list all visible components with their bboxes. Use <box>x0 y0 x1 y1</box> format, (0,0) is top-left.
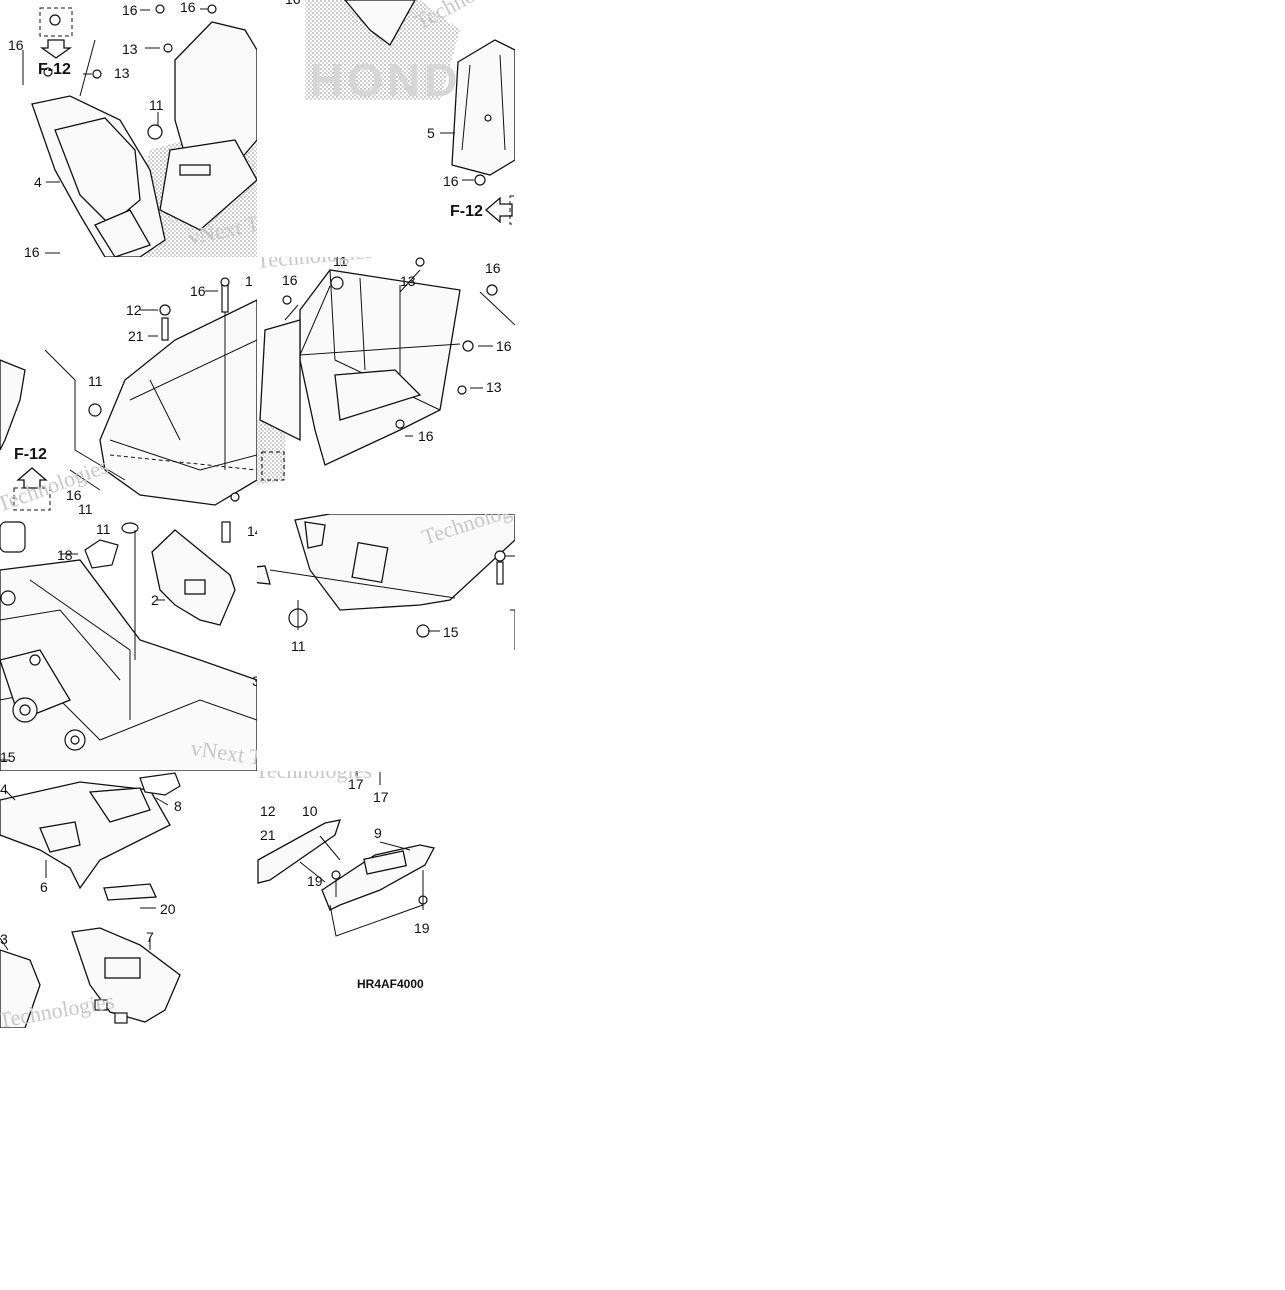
callout-15: 15 <box>443 624 459 640</box>
ref-arrow-f12-down-icon <box>39 39 73 59</box>
callout-17: 17 <box>348 776 364 792</box>
ref-arrow-f12-left-icon <box>485 196 513 224</box>
callout-13: 13 <box>122 41 138 57</box>
watermark: Technologies <box>411 0 526 34</box>
callout-11: 11 <box>333 253 348 269</box>
callout-16: 16 <box>190 283 206 299</box>
panel-step-floor: 16 11 13 16 16 13 16 Technologies <box>255 238 515 485</box>
callout-13: 13 <box>400 273 416 289</box>
front-arrow-icon <box>262 192 300 220</box>
callout-19: 19 <box>307 873 323 889</box>
part-10-cover <box>257 819 341 884</box>
callout-8: 8 <box>174 798 182 814</box>
callout-16: 16 <box>285 0 301 7</box>
panel-inner-front-cover: 16 16 16 13 13 11 4 16 F-12 FR. vNext Te… <box>8 0 318 260</box>
callout-16: 16 <box>282 272 298 288</box>
callout-5: 5 <box>427 125 435 141</box>
clip-8 <box>139 772 181 796</box>
ref-label-f12: F-12 <box>14 446 47 463</box>
grommet-11 <box>88 403 102 417</box>
part-rear-carrier-frame <box>0 559 257 771</box>
panel-rear-fender: 16 12 21 11 16 11 1 F-12 Technologies <box>0 273 257 517</box>
callout-20: 20 <box>160 901 176 917</box>
part-20-strap <box>103 883 157 901</box>
callout-4: 4 <box>34 174 42 190</box>
callout-4: 4 <box>0 781 8 797</box>
clip-18 <box>84 539 119 569</box>
callout-10: 10 <box>302 803 318 819</box>
callout-7: 7 <box>146 929 154 945</box>
callout-2: 2 <box>151 592 159 608</box>
callout-16: 16 <box>418 428 434 444</box>
grommet-11 <box>121 522 139 534</box>
callout-11: 11 <box>78 501 93 517</box>
callout-16: 16 <box>485 260 501 276</box>
callout-11: 11 <box>88 373 103 389</box>
part-2-bracket <box>151 529 236 626</box>
callout-16: 16 <box>496 338 512 354</box>
panel-mudguard: 11 15 Technologies <box>257 514 515 654</box>
callout-6: 6 <box>40 879 48 895</box>
ref-label-f12: F-12 <box>450 203 483 220</box>
callout-12: 12 <box>126 302 142 318</box>
panel-footrest-covers: 17 17 12 21 10 9 19 19 HR4AF4000 Technol… <box>255 758 435 991</box>
panel-rear-carrier: 11 18 14 2 15 3 vNext Tec <box>0 521 263 771</box>
callout-9: 9 <box>374 825 382 841</box>
part-5-side-cover <box>451 39 515 176</box>
callout-16: 16 <box>443 173 459 189</box>
callout-16: 16 <box>8 37 24 53</box>
callout-14: 14 <box>247 523 263 539</box>
callout-19: 19 <box>414 920 430 936</box>
panel-inner-covers: 4 8 6 20 3 7 Technologies <box>0 772 182 1028</box>
panel-rear-side-cover: HONDA 5 16 16 F-12 Technologies <box>285 0 526 225</box>
callout-1: 1 <box>245 273 253 289</box>
callout-16: 16 <box>66 487 82 503</box>
part-9-cover <box>321 844 435 911</box>
part-1-rear-fender <box>99 299 257 506</box>
watermark: Technologies <box>255 238 374 273</box>
callout-3: 3 <box>0 931 8 947</box>
watermark: Technologies <box>255 758 372 783</box>
callout-21: 21 <box>260 827 276 843</box>
callout-11: 11 <box>291 638 306 654</box>
diagram-code: HR4AF4000 <box>357 977 424 991</box>
callout-11: 11 <box>96 521 111 537</box>
callout-17: 17 <box>373 789 389 805</box>
callout-16: 16 <box>24 244 40 260</box>
grommet-11 <box>147 124 163 140</box>
callout-16: 16 <box>122 2 138 18</box>
callout-18: 18 <box>57 547 73 563</box>
ref-arrow-f12-up-icon <box>16 467 48 489</box>
callout-21: 21 <box>128 328 144 344</box>
callout-11: 11 <box>149 97 164 113</box>
callout-13: 13 <box>114 65 130 81</box>
callout-16: 16 <box>180 0 196 15</box>
front-arrow-label: FR. <box>287 173 318 199</box>
callout-3: 3 <box>252 673 260 689</box>
callout-12: 12 <box>260 803 276 819</box>
callout-15: 15 <box>0 749 16 765</box>
callout-13: 13 <box>486 379 502 395</box>
ref-label-f12: F-12 <box>38 61 71 78</box>
part-mudguard <box>294 514 515 611</box>
